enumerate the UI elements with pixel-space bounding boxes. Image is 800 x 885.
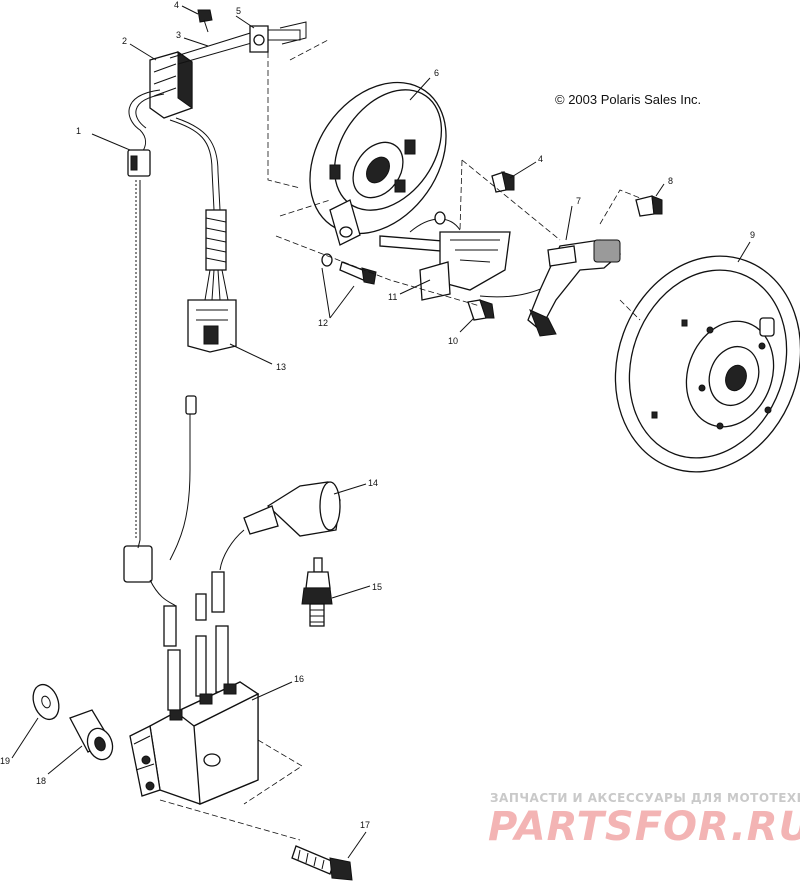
callout-16: 16 — [294, 674, 304, 684]
callout-labels: 1 2 3 4 4 5 6 7 8 9 10 11 12 13 14 15 16… — [0, 0, 755, 830]
trigger-coil — [527, 239, 622, 337]
callout-9: 9 — [750, 230, 755, 240]
ignition-coil — [129, 571, 260, 805]
screw-8 — [635, 195, 663, 217]
callout-19: 19 — [0, 756, 10, 766]
callout-17: 17 — [360, 820, 370, 830]
bushing-18 — [69, 709, 114, 761]
callout-3: 3 — [176, 30, 181, 40]
screw-10 — [467, 299, 495, 321]
watermark: ЗАПЧАСТИ И АКСЕССУАРЫ ДЛЯ МОТОТЕХНИКИ PA… — [488, 791, 800, 850]
spark-plug — [301, 557, 333, 627]
callout-18: 18 — [36, 776, 46, 786]
callout-7: 7 — [576, 196, 581, 206]
wire-harness — [127, 9, 329, 540]
pickup-bracket — [379, 211, 561, 301]
callout-12: 12 — [318, 318, 328, 328]
flywheel — [614, 255, 800, 473]
screws-12 — [321, 253, 377, 285]
callout-leaders — [11, 5, 751, 859]
callout-2: 2 — [122, 36, 127, 46]
callout-4-top: 4 — [174, 0, 179, 10]
callout-8: 8 — [668, 176, 673, 186]
callout-1: 1 — [76, 126, 81, 136]
lower-connector-lead — [123, 395, 197, 607]
callout-15: 15 — [372, 582, 382, 592]
screw-4 — [491, 171, 515, 193]
callout-4-mid: 4 — [538, 154, 543, 164]
callout-5: 5 — [236, 6, 241, 16]
spark-plug-cap — [219, 481, 341, 571]
copyright-text: © 2003 Polaris Sales Inc. — [555, 92, 701, 107]
washer-19 — [32, 683, 60, 721]
callout-6: 6 — [434, 68, 439, 78]
callout-10: 10 — [448, 336, 458, 346]
bolt-17 — [291, 845, 353, 881]
callout-11: 11 — [388, 292, 397, 302]
callout-13: 13 — [276, 362, 286, 372]
watermark-tagline: ЗАПЧАСТИ И АКСЕССУАРЫ ДЛЯ МОТОТЕХНИКИ — [490, 791, 800, 805]
stator-plate — [309, 81, 447, 246]
callout-14: 14 — [368, 478, 378, 488]
watermark-logo: PARTSFOR.RU — [488, 804, 800, 850]
